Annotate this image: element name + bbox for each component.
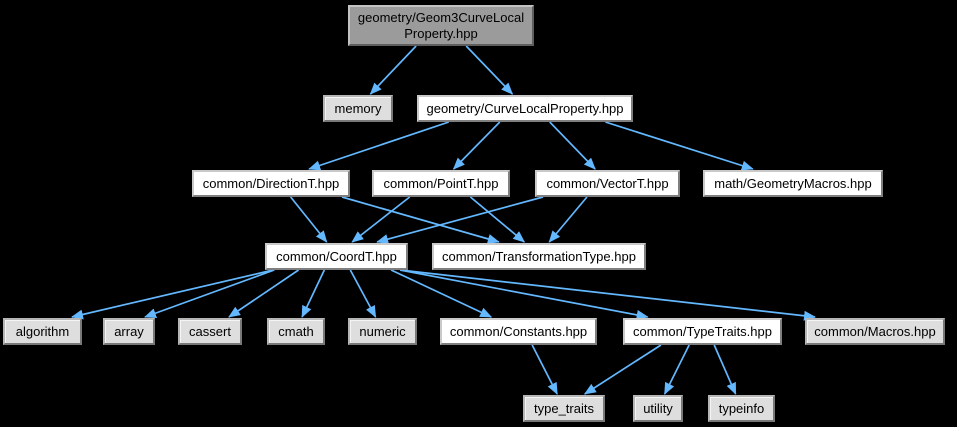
node-label: common/VectorT.hpp [546,175,669,191]
node-label: common/CoordT.hpp [276,248,397,264]
node-label: cmath [278,323,314,339]
node-label: numeric [359,323,406,339]
graph-node-coordt-hpp[interactable]: common/CoordT.hpp [265,243,408,270]
graph-node-typetraits-hpp[interactable]: common/TypeTraits.hpp [623,318,782,345]
graph-node-algorithm[interactable]: algorithm [3,318,82,345]
graph-node-macros-hpp[interactable]: common/Macros.hpp [805,318,945,345]
node-label: geometry/CurveLocalProperty.hpp [426,100,624,116]
node-label: algorithm [15,323,70,339]
graph-node-vectort-hpp[interactable]: common/VectorT.hpp [535,170,680,197]
graph-node-cmath[interactable]: cmath [267,318,325,345]
node-label: type_traits [534,400,594,416]
node-label: math/GeometryMacros.hpp [714,175,872,191]
node-label: array [114,323,144,339]
node-label: common/TypeTraits.hpp [633,323,772,339]
node-label: common/Constants.hpp [449,323,588,339]
node-label: geometry/Geom3CurveLocal Property.hpp [357,9,525,41]
graph-node-geom3curvelocalproperty-hpp: geometry/Geom3CurveLocal Property.hpp [348,5,534,46]
graph-node-type-traits[interactable]: type_traits [523,395,605,422]
graph-node-pointt-hpp[interactable]: common/PointT.hpp [372,170,510,197]
node-label: utility [643,400,673,416]
node-label: common/TransformationType.hpp [442,248,636,264]
graph-node-constants-hpp[interactable]: common/Constants.hpp [440,318,597,345]
graph-node-directiont-hpp[interactable]: common/DirectionT.hpp [192,170,350,197]
node-label: common/DirectionT.hpp [202,175,340,191]
graph-node-typeinfo[interactable]: typeinfo [708,395,775,422]
node-label: common/PointT.hpp [383,175,499,191]
graph-node-array[interactable]: array [103,318,155,345]
graph-node-transformationtype-hpp[interactable]: common/TransformationType.hpp [432,243,646,270]
graph-node-curvelocalproperty-hpp[interactable]: geometry/CurveLocalProperty.hpp [417,95,633,122]
node-label: cassert [189,323,231,339]
node-label: memory [334,100,382,116]
graph-node-geometrymacros-hpp[interactable]: math/GeometryMacros.hpp [703,170,883,197]
graph-node-numeric[interactable]: numeric [348,318,417,345]
graph-node-memory[interactable]: memory [323,95,393,122]
node-label: typeinfo [718,400,765,416]
graph-node-cassert[interactable]: cassert [178,318,242,345]
graph-node-utility[interactable]: utility [633,395,683,422]
node-label: common/Macros.hpp [814,323,936,339]
